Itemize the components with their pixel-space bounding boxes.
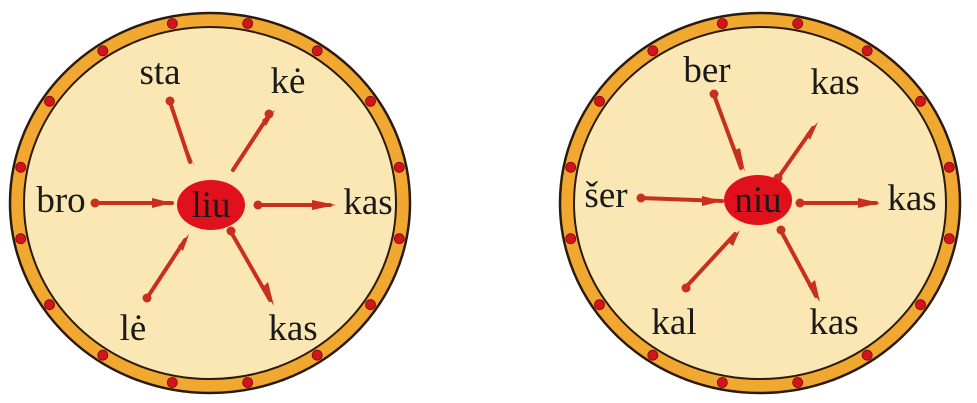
needle-bottom-left xyxy=(142,234,189,303)
rim-stud xyxy=(15,161,27,173)
wheel-left-studs xyxy=(15,18,405,388)
syllable-bottom-right: kas xyxy=(809,302,858,343)
needle-left xyxy=(90,198,174,208)
needle-bottom-right xyxy=(776,225,820,302)
needle-right xyxy=(795,198,880,208)
rim-stud xyxy=(915,299,926,311)
wheel-left-syllables: sta kė kas kas lė bro xyxy=(36,52,392,349)
wheel-right-syllables: ber kas kas kas kal šer xyxy=(584,50,936,343)
rim-stud xyxy=(393,161,405,173)
needle-top-left xyxy=(165,96,195,167)
needle-top-right xyxy=(231,109,275,172)
rim-stud xyxy=(792,377,804,388)
rim-stud xyxy=(44,95,55,107)
rim-stud xyxy=(565,233,577,245)
needle-bottom-left xyxy=(681,230,740,293)
rim-stud xyxy=(365,95,376,107)
wheel-right-studs xyxy=(565,18,955,388)
rim-stud xyxy=(861,45,873,57)
syllable-top-left: sta xyxy=(139,52,180,93)
rim-stud xyxy=(792,18,804,29)
needle-right xyxy=(253,200,336,210)
syllable-bottom-right: kas xyxy=(268,308,317,349)
rim-stud xyxy=(915,95,926,107)
syllable-top-right: kas xyxy=(810,62,859,103)
syllable-top-left: ber xyxy=(683,50,730,91)
rim-stud xyxy=(15,233,27,245)
syllable-bottom-left: kal xyxy=(651,302,696,343)
rim-stud xyxy=(943,161,955,173)
rim-stud xyxy=(242,18,254,29)
rim-stud xyxy=(242,377,254,388)
rim-stud xyxy=(97,349,109,361)
rim-stud xyxy=(44,299,55,311)
rim-stud xyxy=(594,95,605,107)
syllable-left: šer xyxy=(584,175,627,216)
syllable-top-right: kė xyxy=(271,61,306,102)
syllable-left: bro xyxy=(36,180,85,221)
syllable-bottom-left: lė xyxy=(120,308,147,349)
needle-top-right xyxy=(773,122,818,183)
rim-stud xyxy=(166,18,178,29)
rim-stud xyxy=(861,349,873,361)
wheel-right-hub: niu xyxy=(724,175,792,225)
rim-stud xyxy=(594,299,605,311)
rim-stud xyxy=(311,45,323,57)
needle-top-left xyxy=(709,89,745,172)
wheel-right-needles xyxy=(636,89,880,302)
syllable-right: kas xyxy=(887,178,936,219)
syllable-right: kas xyxy=(343,182,392,223)
rim-stud xyxy=(647,45,659,57)
hub-label: niu xyxy=(734,180,781,221)
wheel-left: liu sta kė kas kas lė bro xyxy=(8,11,412,395)
rim-stud xyxy=(943,233,955,245)
needle-left xyxy=(636,193,724,206)
rim-stud xyxy=(565,161,577,173)
rim-stud xyxy=(716,377,728,388)
rim-stud xyxy=(716,18,728,29)
rim-stud xyxy=(393,233,405,245)
hub-label: liu xyxy=(191,185,230,226)
rim-stud xyxy=(365,299,376,311)
rim-stud xyxy=(166,377,178,388)
wheel-left-needles xyxy=(90,96,336,306)
rim-stud xyxy=(647,349,659,361)
rim-stud xyxy=(311,349,323,361)
rim-stud xyxy=(97,45,109,57)
needle-bottom-right xyxy=(226,226,274,306)
wheel-right: niu ber kas kas kas kal šer xyxy=(558,11,962,395)
wheel-left-hub: liu xyxy=(177,180,245,230)
